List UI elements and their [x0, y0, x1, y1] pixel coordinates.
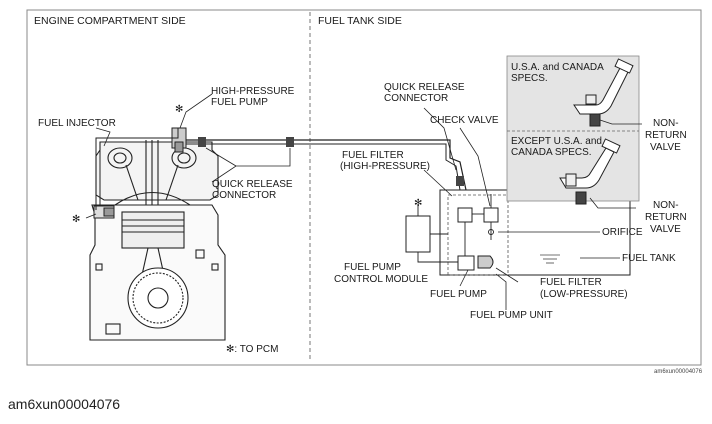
- label-nrv-top-3: VALVE: [650, 142, 681, 153]
- label-quick-release-left-1: QUICK RELEASE: [212, 179, 293, 190]
- label-quick-release-left-2: CONNECTOR: [212, 190, 276, 201]
- header-engine-side: ENGINE COMPARTMENT SIDE: [34, 15, 186, 27]
- label-fuel-injector: FUEL INJECTOR: [38, 118, 116, 129]
- label-nrv-top-1: NON-: [653, 118, 679, 129]
- nrv-bottom-illustration: [559, 138, 621, 205]
- fuel-level-mark: [540, 254, 560, 264]
- label-nrv-bottom-1: NON-: [653, 200, 679, 211]
- label-nrv-bottom-2: RETURN: [645, 212, 687, 223]
- figure-code: am6xun00004076: [654, 369, 703, 375]
- label-fuel-filter-lp-2: (LOW-PRESSURE): [540, 289, 628, 300]
- fuel-filter-high-pressure: [457, 207, 473, 223]
- quick-release-connector-left: [198, 137, 206, 147]
- label-fuel-filter-hp-2: (HIGH-PRESSURE): [340, 161, 430, 172]
- label-fuel-filter-lp-1: FUEL FILTER: [540, 277, 602, 288]
- label-to-pcm: ✻: TO PCM: [226, 344, 278, 355]
- label-nrv-top-2: RETURN: [645, 130, 687, 141]
- label-fuel-pump-unit: FUEL PUMP UNIT: [470, 310, 553, 321]
- label-except-usa-2: CANADA SPECS.: [511, 147, 592, 158]
- diagram-frame: [26, 9, 702, 366]
- label-quick-release-right-2: CONNECTOR: [384, 93, 448, 104]
- label-nrv-bottom-3: VALVE: [650, 224, 681, 235]
- label-quick-release-right-1: QUICK RELEASE: [384, 82, 465, 93]
- fuel-pump-part: [457, 255, 475, 271]
- nrv-top-illustration: [573, 58, 634, 127]
- label-usa-canada-2: SPECS.: [511, 73, 548, 84]
- label-pump-control-1: FUEL PUMP: [344, 262, 401, 273]
- asterisk-pump: ✻: [175, 104, 183, 115]
- label-fuel-filter-hp-1: FUEL FILTER: [342, 150, 404, 161]
- label-fuel-tank: FUEL TANK: [622, 253, 676, 264]
- feed-line: [186, 139, 467, 191]
- asterisk-injector: ✻: [72, 214, 80, 225]
- fuel-injector-part: [93, 205, 115, 219]
- label-except-usa-1: EXCEPT U.S.A. and: [511, 136, 602, 147]
- quick-release-connector-mid: [286, 137, 294, 147]
- asterisk-module: ✻: [414, 198, 422, 209]
- label-fuel-pump: FUEL PUMP: [430, 289, 487, 300]
- label-usa-canada-1: U.S.A. and CANADA: [511, 62, 604, 73]
- fuel-pump-control-module: [405, 215, 431, 253]
- label-pump-control-2: CONTROL MODULE: [334, 274, 428, 285]
- fuel-pump-unit-box: [447, 194, 509, 276]
- engine-illustration: [89, 140, 226, 341]
- pump-unit-lines: [464, 194, 494, 256]
- label-high-pressure-pump-1: HIGH-PRESSURE: [211, 86, 295, 97]
- label-high-pressure-pump-2: FUEL PUMP: [211, 97, 268, 108]
- figure-caption: am6xun00004076: [8, 396, 121, 412]
- check-valve-part: [483, 207, 499, 223]
- label-orifice: ORIFICE: [602, 227, 643, 238]
- high-pressure-pump-part: [171, 127, 187, 153]
- header-fuel-tank-side: FUEL TANK SIDE: [318, 15, 402, 27]
- engine-fuel-rail: [95, 128, 179, 210]
- leader-lines: [85, 93, 642, 310]
- low-pressure-filter-part: [477, 255, 494, 269]
- label-check-valve: CHECK VALVE: [430, 115, 499, 126]
- quick-release-connector-right: [456, 176, 464, 186]
